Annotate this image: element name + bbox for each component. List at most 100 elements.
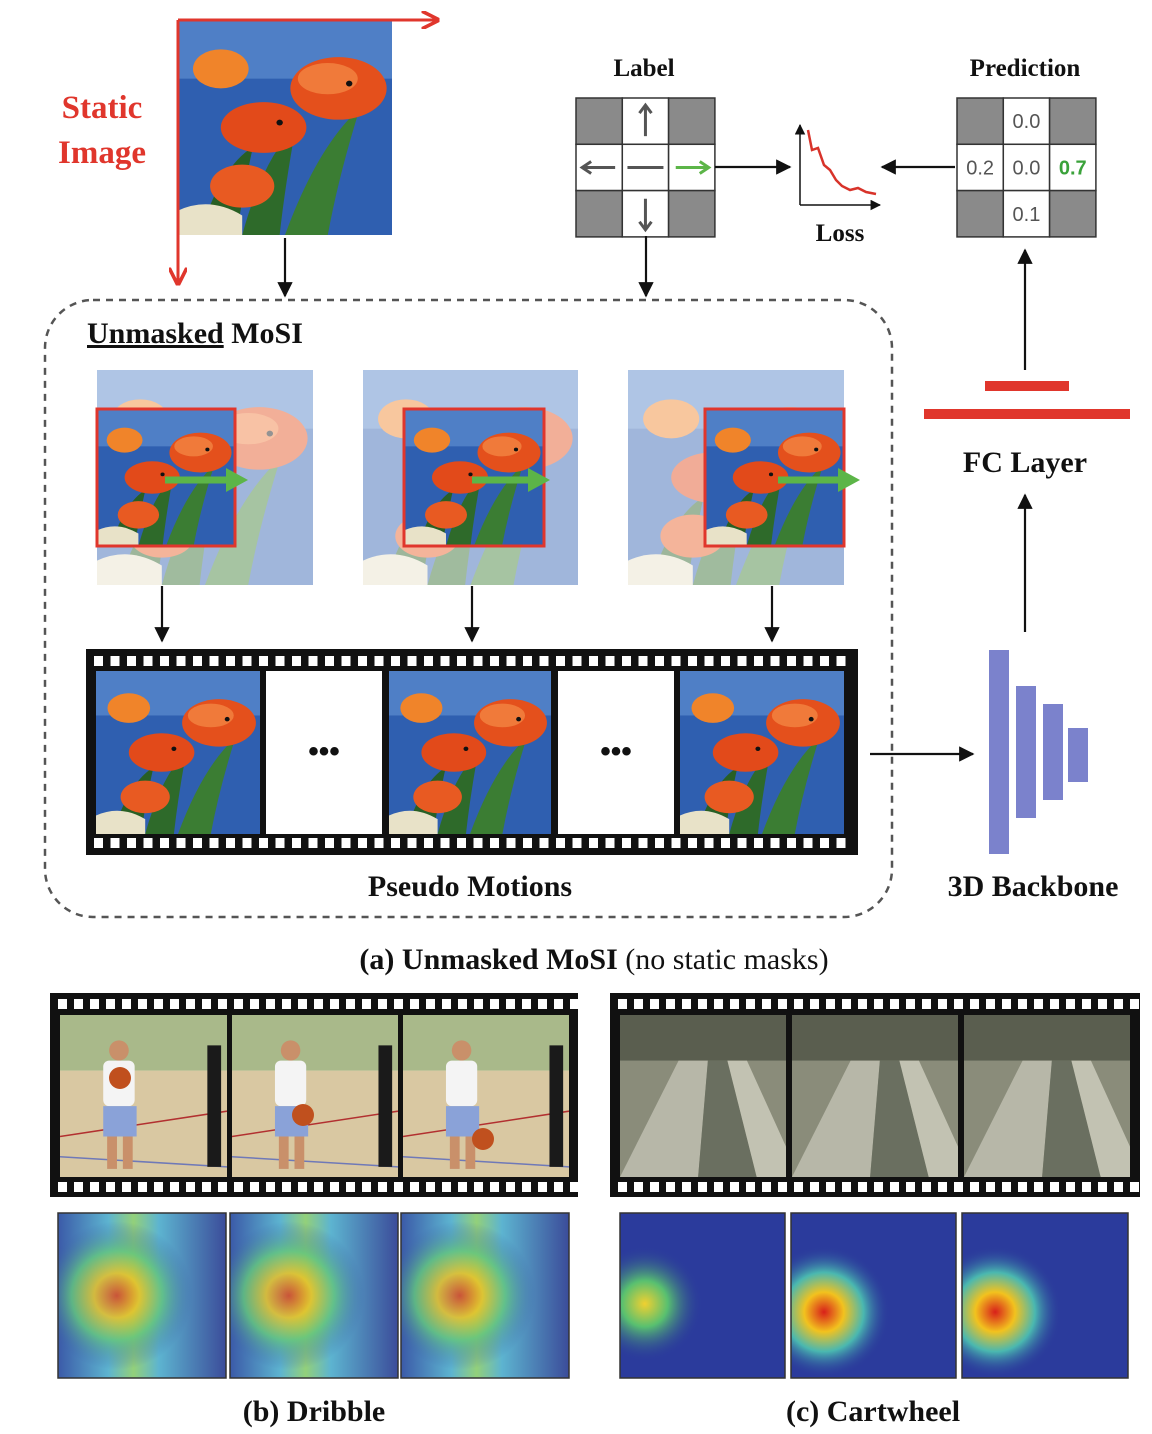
prediction-cell-8 xyxy=(1048,189,1097,238)
loss-label: Loss xyxy=(816,220,865,247)
film-hole xyxy=(378,1182,387,1192)
film-hole xyxy=(714,999,723,1009)
film-hole xyxy=(138,999,147,1009)
film-hole xyxy=(1098,999,1107,1009)
prediction-cell-3 xyxy=(956,143,1005,192)
film-hole xyxy=(193,838,202,848)
film-hole xyxy=(394,999,403,1009)
film-hole xyxy=(127,656,136,666)
film-hole xyxy=(442,1182,451,1192)
film-hole xyxy=(122,999,131,1009)
caption-a: (a) Unmasked MoSI (no static masks) xyxy=(359,943,828,976)
film-hole xyxy=(122,1182,131,1192)
static-image-group: Static Image xyxy=(58,20,436,298)
prediction-title: Prediction xyxy=(970,55,1081,82)
film-hole xyxy=(209,656,219,666)
cartwheel-heatmaps xyxy=(619,1212,1129,1379)
film-hole xyxy=(820,656,829,666)
film-hole xyxy=(275,838,285,848)
film-hole xyxy=(746,1182,755,1192)
film-hole xyxy=(292,656,301,666)
dribble-heat-3-hot xyxy=(401,1213,569,1378)
right-arrow-head-icon xyxy=(698,160,712,175)
prediction-cell-5 xyxy=(1048,143,1097,192)
film-hole xyxy=(374,838,384,848)
film-hole xyxy=(671,656,681,666)
film-hole xyxy=(474,1182,483,1192)
film-hole xyxy=(259,656,268,666)
film-hole xyxy=(554,999,563,1009)
film-hole xyxy=(666,999,675,1009)
film-gap-1 xyxy=(266,671,382,834)
static-label-line2: Image xyxy=(58,135,146,171)
film-hole xyxy=(671,838,681,848)
film-hole xyxy=(655,838,664,848)
film-hole xyxy=(282,1182,291,1192)
film-hole xyxy=(250,1182,259,1192)
fc-label: FC Layer xyxy=(963,446,1087,479)
caption-b-bold: Dribble xyxy=(287,1395,385,1428)
film-hole xyxy=(226,656,235,666)
film-hole xyxy=(986,1182,995,1192)
mosi-title: Unmasked MoSI xyxy=(87,317,303,350)
film-hole xyxy=(440,656,450,666)
fc-bar-short xyxy=(985,381,1069,391)
film-hole xyxy=(74,999,83,1009)
film-hole xyxy=(906,999,915,1009)
prediction-value-3: 0.2 xyxy=(966,157,994,179)
film-hole xyxy=(730,1182,739,1192)
film-hole xyxy=(325,838,334,848)
film-hole xyxy=(1018,999,1027,1009)
film-hole xyxy=(202,999,211,1009)
label-cell-0 xyxy=(575,97,624,146)
prediction-cell-1 xyxy=(1002,97,1051,146)
film-hole xyxy=(1098,1182,1107,1192)
film-hole xyxy=(458,1182,467,1192)
pseudo-frame-1 xyxy=(95,370,313,643)
film-hole xyxy=(638,838,648,848)
film-hole xyxy=(787,838,796,848)
film-hole xyxy=(457,838,466,848)
prediction-value-5: 0.7 xyxy=(1059,157,1087,179)
film-hole xyxy=(292,838,301,848)
film-hole xyxy=(787,656,796,666)
film-hole xyxy=(410,999,419,1009)
film-hole xyxy=(730,999,739,1009)
film-hole xyxy=(721,656,730,666)
film-hole xyxy=(842,999,851,1009)
film-hole xyxy=(754,838,763,848)
film-hole xyxy=(746,999,755,1009)
film-hole xyxy=(538,999,547,1009)
film-hole xyxy=(634,1182,643,1192)
film-hole xyxy=(1066,1182,1075,1192)
film-hole xyxy=(922,1182,931,1192)
film-hole xyxy=(209,838,219,848)
film-hole xyxy=(160,656,169,666)
film-hole xyxy=(308,838,318,848)
film-hole xyxy=(74,1182,83,1192)
film-hole xyxy=(242,656,252,666)
film-hole xyxy=(820,838,829,848)
film-hole xyxy=(634,999,643,1009)
film-hole xyxy=(374,656,384,666)
film-hole xyxy=(457,656,466,666)
film-ellipsis-2: ••• xyxy=(600,735,632,768)
film-hole xyxy=(858,999,867,1009)
film-hole xyxy=(242,838,252,848)
film-hole xyxy=(440,838,450,848)
backbone: 3D Backbone xyxy=(870,650,1118,903)
cartwheel-heat-1-hot xyxy=(620,1213,785,1378)
film-hole xyxy=(106,1182,115,1192)
film-hole xyxy=(618,1182,627,1192)
label-cells xyxy=(575,97,716,238)
film-hole xyxy=(556,656,565,666)
film-hole xyxy=(522,1182,531,1192)
film-hole xyxy=(704,656,714,666)
film-hole xyxy=(1034,999,1043,1009)
cartwheel-frame-2 xyxy=(792,1015,958,1177)
caption-c-bold: Cartwheel xyxy=(827,1395,960,1428)
label-title: Label xyxy=(613,55,674,82)
pseudo-motion-filmstrip: ••• ••• xyxy=(86,649,858,855)
label-cell-8 xyxy=(667,189,716,238)
